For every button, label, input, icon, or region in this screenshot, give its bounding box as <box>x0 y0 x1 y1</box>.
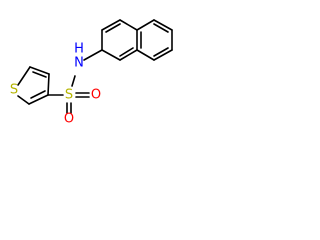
atom-o-right-label: O <box>91 88 101 103</box>
bond-c-c-double <box>153 23 169 33</box>
bond-s-n <box>71 75 76 87</box>
bond-c-c-double <box>153 47 169 57</box>
thiophene-ring <box>17 66 50 105</box>
bond-s-c <box>17 66 31 86</box>
sulfonamide-group <box>47 75 90 114</box>
bond-c-c <box>47 73 50 96</box>
bond-c-c <box>119 19 138 31</box>
bond-c-c-double <box>30 90 46 99</box>
bond-c-c <box>153 49 173 61</box>
naphthalene-right-ring <box>136 19 173 61</box>
atom-labels: S S N H O O <box>10 42 101 127</box>
bond-c-c <box>153 19 173 31</box>
atom-s-sulfonyl-label: S <box>65 88 73 103</box>
bond-c-c <box>28 94 49 105</box>
bond-c-c-double <box>119 47 134 57</box>
bond-c-c <box>136 49 155 61</box>
naphthalene-left-ring <box>101 19 138 61</box>
bond-c-c-double <box>105 23 121 33</box>
bond-c-c <box>101 49 121 61</box>
bond-c-s <box>17 95 30 105</box>
bond-c-c <box>136 19 155 31</box>
bond-c-c-double <box>32 71 47 78</box>
bond-c-c <box>29 66 50 75</box>
bond-c-c <box>101 19 121 31</box>
bond-c-c <box>119 49 138 61</box>
atom-h-label: H <box>74 42 84 57</box>
atom-o-below-label: O <box>64 112 74 127</box>
chemical-structure: S S N H O O <box>10 19 173 127</box>
atom-s-ring-label: S <box>10 83 18 98</box>
bond-n-c <box>83 49 103 61</box>
atom-n-label: N <box>74 56 84 71</box>
